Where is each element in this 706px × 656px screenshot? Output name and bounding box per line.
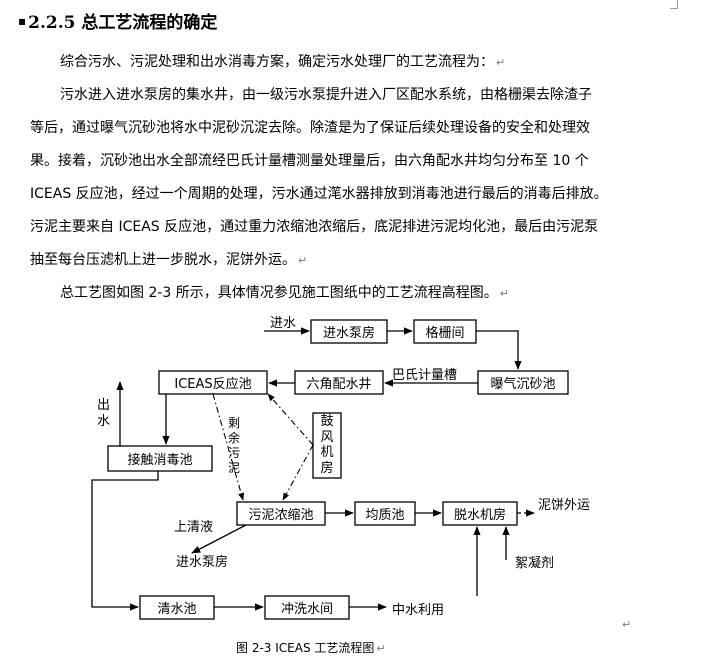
paragraph-line: 污水进入进水泵房的集水井，由一级污水泵提升进入厂区配水系统，由格栅渠去除渣子 xyxy=(60,87,592,103)
label-supernatant: 上清液 xyxy=(174,520,214,535)
box-label-clear-water: 清水池 xyxy=(157,602,197,617)
box-label-screen: 格栅间 xyxy=(425,326,465,341)
box-label-grit: 曝气沉砂池 xyxy=(490,377,556,392)
label-to-pump: 进水泵房 xyxy=(176,555,229,570)
label-flocculant: 絮凝剂 xyxy=(515,556,555,571)
page-corner-mark xyxy=(670,8,678,9)
box-label-blower: 鼓风机房 xyxy=(320,414,334,476)
label-cake: 泥饼外运 xyxy=(538,498,591,513)
line-to-clear-water xyxy=(91,471,159,611)
paragraph-line: 等后，通过曝气沉砂池将水中泥砂沉淀去除。除渣是为了保证后续处理设备的安全和处理效 xyxy=(30,120,590,136)
body-paragraph: 综合污水、污泥处理和出水消毒方案，确定污水处理厂的工艺流程为：↵ 污水进入进水泵… xyxy=(30,46,680,310)
box-label-wash: 冲洗水间 xyxy=(280,602,333,617)
label-parshall: 巴氏计量槽 xyxy=(392,368,458,383)
box-label-inlet-pump: 进水泵房 xyxy=(322,326,375,341)
heading-title: 总工艺流程的确定 xyxy=(81,13,218,33)
paragraph-line: 总工艺图如图 2-3 所示，具体情况参见施工图纸中的工艺流程高程图。↵ xyxy=(60,285,509,301)
paragraph-line: 综合污水、污泥处理和出水消毒方案，确定污水处理厂的工艺流程为：↵ xyxy=(60,54,506,70)
arrow-screen-grit xyxy=(476,330,522,370)
label-effluent: 出水 xyxy=(97,398,111,429)
label-reuse: 中水利用 xyxy=(392,603,445,618)
box-label-hex-well: 六角配水井 xyxy=(306,377,372,392)
box-label-contact: 接触消毒池 xyxy=(127,453,193,468)
paragraph-mark: ↵ xyxy=(622,618,632,631)
label-inflow: 进水 xyxy=(270,316,297,331)
line-blower-thickener xyxy=(282,444,314,501)
figure-caption: 图 2-3 ICEAS 工艺流程图↵ xyxy=(236,641,386,655)
paragraph-line: ICEAS 反应池，经过一个周期的处理，污水通过滗水器排放到消毒池进行最后的消毒… xyxy=(30,186,608,202)
heading-number: 2.2.5 xyxy=(28,13,76,33)
box-label-equalizer: 均质池 xyxy=(365,508,405,523)
paragraph-line: 抽至每台压滤机上进一步脱水，泥饼外运。↵ xyxy=(30,252,308,268)
box-label-thickener: 污泥浓缩池 xyxy=(248,508,314,523)
heading-bullet: ▪ xyxy=(18,14,27,28)
label-excess-sludge: 剩余污泥 xyxy=(228,416,241,475)
box-label-iceas: ICEAS反应池 xyxy=(174,377,252,392)
section-heading: ▪2.2.5 总工艺流程的确定 xyxy=(18,8,217,33)
line-blower-iceas xyxy=(267,393,314,446)
page-corner-mark xyxy=(677,0,678,8)
paragraph-line: 污泥主要来自 ICEAS 反应池，通过重力浓缩池浓缩后，底泥排进污泥均化池，最后… xyxy=(30,219,599,235)
box-label-dewater: 脱水机房 xyxy=(453,508,506,523)
paragraph-line: 果。接着，沉砂池出水全部流经巴氏计量槽测量处理量后，由六角配水井均匀分布至 10… xyxy=(30,153,589,169)
